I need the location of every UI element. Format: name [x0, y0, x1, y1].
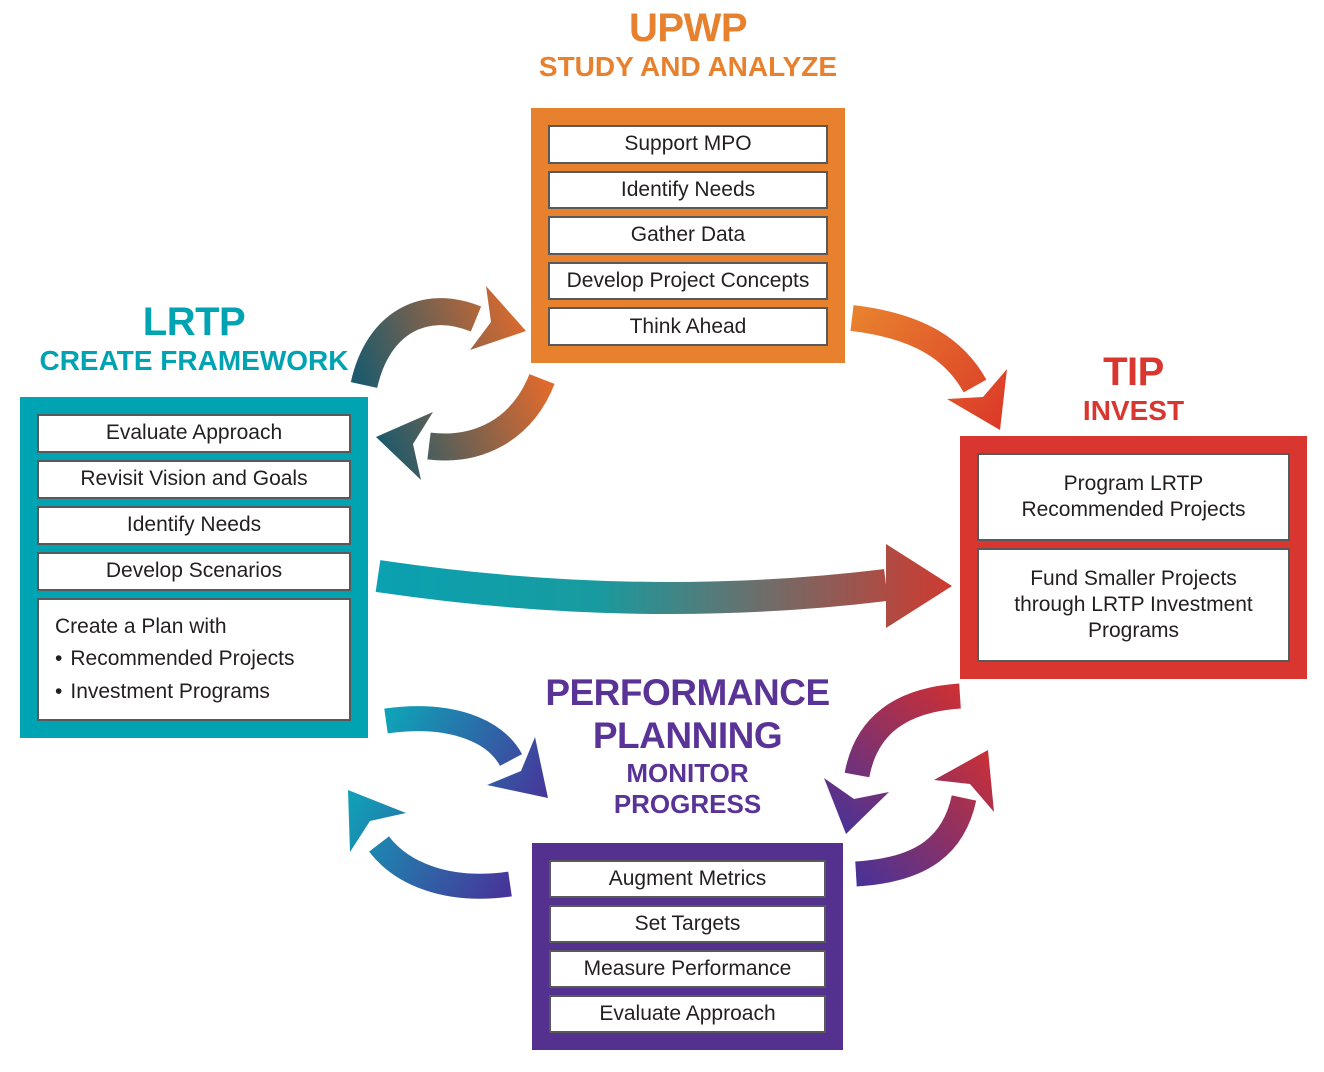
upwp-title-block: UPWP STUDY AND ANALYZE [531, 6, 845, 83]
lrtp-panel: Evaluate Approach Revisit Vision and Goa… [20, 397, 368, 738]
performance-item: Evaluate Approach [549, 995, 826, 1033]
arrow-lrtp-to-upwp [350, 286, 526, 389]
performance-subtitle-line1: MONITOR [626, 757, 749, 788]
performance-subtitle-line2: PROGRESS [613, 789, 762, 819]
arrow-lrtp-to-performance [384, 706, 548, 798]
performance-item: Set Targets [549, 905, 826, 943]
performance-panel: Augment Metrics Set Targets Measure Perf… [532, 843, 843, 1050]
upwp-item: Support MPO [548, 125, 828, 164]
arrow-performance-to-tip-head [934, 750, 994, 812]
tip-item: Program LRTP Recommended Projects [977, 453, 1290, 541]
lrtp-plan-item: Create a Plan with • Recommended Project… [37, 598, 351, 721]
lrtp-item: Revisit Vision and Goals [37, 460, 351, 499]
lrtp-title-block: LRTP CREATE FRAMEWORK [20, 300, 368, 377]
performance-title-line1: PERFORMANCE [545, 672, 830, 713]
arrow-lrtp-to-tip-head [886, 544, 952, 628]
lrtp-subtitle: CREATE FRAMEWORK [39, 344, 349, 376]
tip-item: Fund Smaller Projects through LRTP Inves… [977, 547, 1290, 662]
lrtp-title: LRTP [142, 300, 246, 344]
upwp-item: Develop Project Concepts [548, 261, 828, 301]
arrow-lrtp-to-tip [375, 544, 952, 628]
upwp-subtitle: STUDY AND ANALYZE [538, 50, 838, 82]
arrow-performance-to-tip [855, 750, 994, 887]
upwp-item: Gather Data [548, 216, 828, 255]
performance-title-line2: PLANNING [592, 714, 783, 756]
upwp-item: Think Ahead [548, 307, 828, 346]
lrtp-item: Develop Scenarios [37, 552, 351, 591]
arrow-upwp-to-tip [850, 305, 1007, 430]
bullet-icon: • [55, 647, 63, 671]
arrow-upwp-to-lrtp [376, 373, 555, 480]
upwp-item: Identify Needs [548, 170, 828, 210]
lrtp-plan-bullet: • Recommended Projects [55, 646, 294, 672]
upwp-title: UPWP [629, 6, 748, 50]
tip-title: TIP [1103, 350, 1164, 394]
performance-title-block: PERFORMANCE PLANNING MONITOR PROGRESS [532, 672, 843, 820]
performance-item: Measure Performance [549, 950, 826, 988]
arrow-lrtp-to-performance-head [487, 737, 548, 798]
upwp-panel: Support MPO Identify Needs Gather Data D… [531, 108, 845, 363]
arrow-upwp-to-tip-head [947, 369, 1007, 430]
bullet-icon: • [55, 679, 63, 703]
arrow-performance-to-lrtp-head [348, 790, 406, 852]
performance-item: Augment Metrics [549, 860, 826, 898]
lrtp-item: Identify Needs [37, 506, 351, 545]
tip-title-block: TIP INVEST [960, 350, 1307, 427]
lrtp-plan-heading: Create a Plan with [55, 615, 227, 639]
tip-subtitle: INVEST [1082, 394, 1185, 426]
lrtp-item: Evaluate Approach [37, 414, 351, 453]
arrow-lrtp-to-upwp-head [470, 286, 526, 350]
arrow-upwp-to-lrtp-head [376, 412, 433, 480]
arrow-performance-to-lrtp [348, 790, 512, 899]
lrtp-plan-bullet: • Investment Programs [55, 679, 270, 705]
arrow-tip-to-performance [824, 683, 962, 834]
tip-panel: Program LRTP Recommended Projects Fund S… [960, 436, 1307, 679]
arrow-tip-to-performance-head [824, 778, 889, 834]
